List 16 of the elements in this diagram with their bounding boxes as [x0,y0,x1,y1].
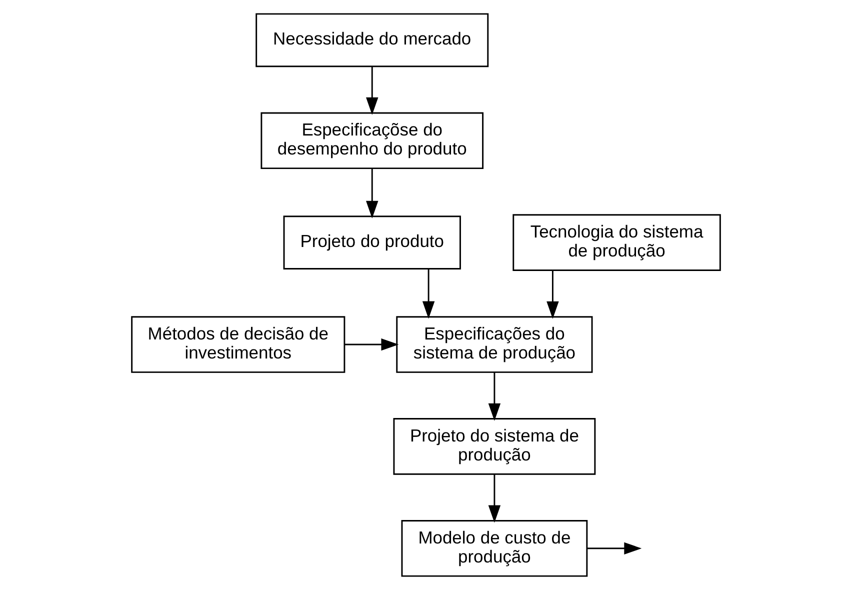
node-box: Tecnologia do sistema de produção [512,214,720,271]
node-box: Modelo de custo de produção [400,520,588,577]
node-box: Especificações do sistema de produção [396,316,592,373]
arrow [422,268,434,319]
arrow [366,168,378,218]
node-box: Necessidade do mercado [255,13,488,68]
arrow [366,66,378,115]
node-box: Métodos de decisão de investimentos [130,316,345,373]
arrow [488,372,500,421]
node-box: Projeto do produto [282,216,460,270]
node-box: Projeto do sistema de produção [392,418,596,475]
arrow [344,338,398,351]
node-box: Especificaçõse do desempenho do produto [260,112,484,170]
arrow [586,542,642,555]
arrow [488,474,500,523]
arrow [546,270,558,319]
